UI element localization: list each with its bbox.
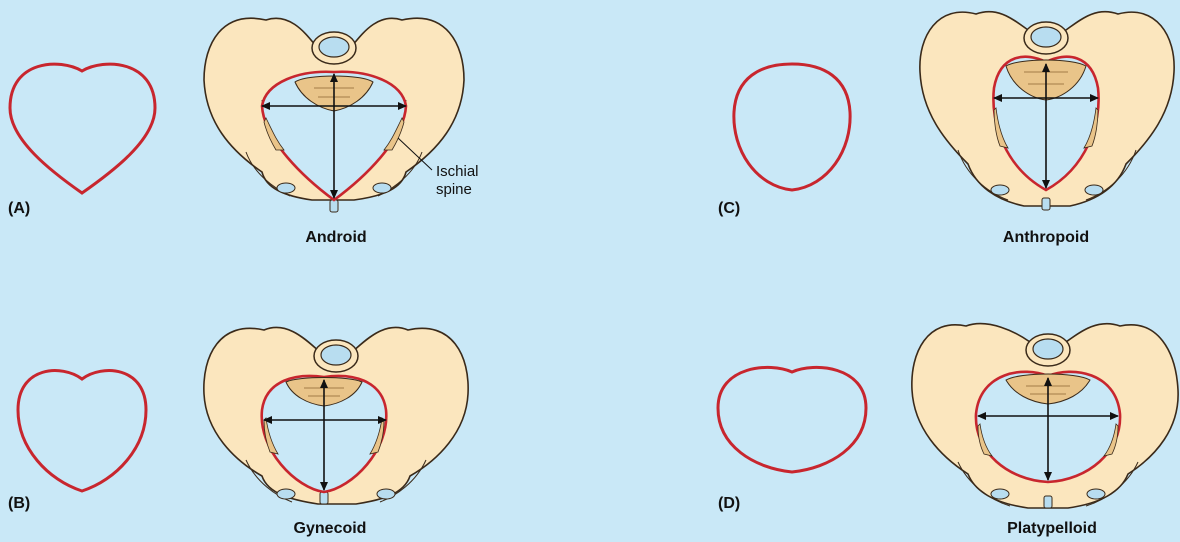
panel-letter-d: (D) bbox=[718, 495, 740, 513]
android-inlet-outline bbox=[10, 64, 155, 193]
pelvis-type-name-anthropoid: Anthropoid bbox=[1003, 229, 1089, 247]
platypelloid-inlet-outline bbox=[718, 367, 866, 472]
pelvis-type-name-gynecoid: Gynecoid bbox=[294, 520, 367, 538]
panel-letter-b: (B) bbox=[8, 495, 30, 513]
callout-line-1: Ischial bbox=[436, 163, 479, 181]
gynecoid-pelvis-drawing bbox=[204, 327, 468, 504]
pelvis-type-name-android: Android bbox=[305, 229, 366, 247]
panel-letter-a: (A) bbox=[8, 200, 30, 218]
callout-line-2: spine bbox=[436, 181, 479, 199]
ischial-spine-callout: Ischial spine bbox=[436, 163, 479, 199]
pelvis-type-name-platypelloid: Platypelloid bbox=[1007, 520, 1097, 538]
gynecoid-inlet-outline bbox=[18, 371, 146, 491]
anthropoid-inlet-outline bbox=[734, 64, 850, 190]
panel-letter-c: (C) bbox=[718, 200, 740, 218]
anthropoid-pelvis-drawing bbox=[920, 12, 1174, 210]
